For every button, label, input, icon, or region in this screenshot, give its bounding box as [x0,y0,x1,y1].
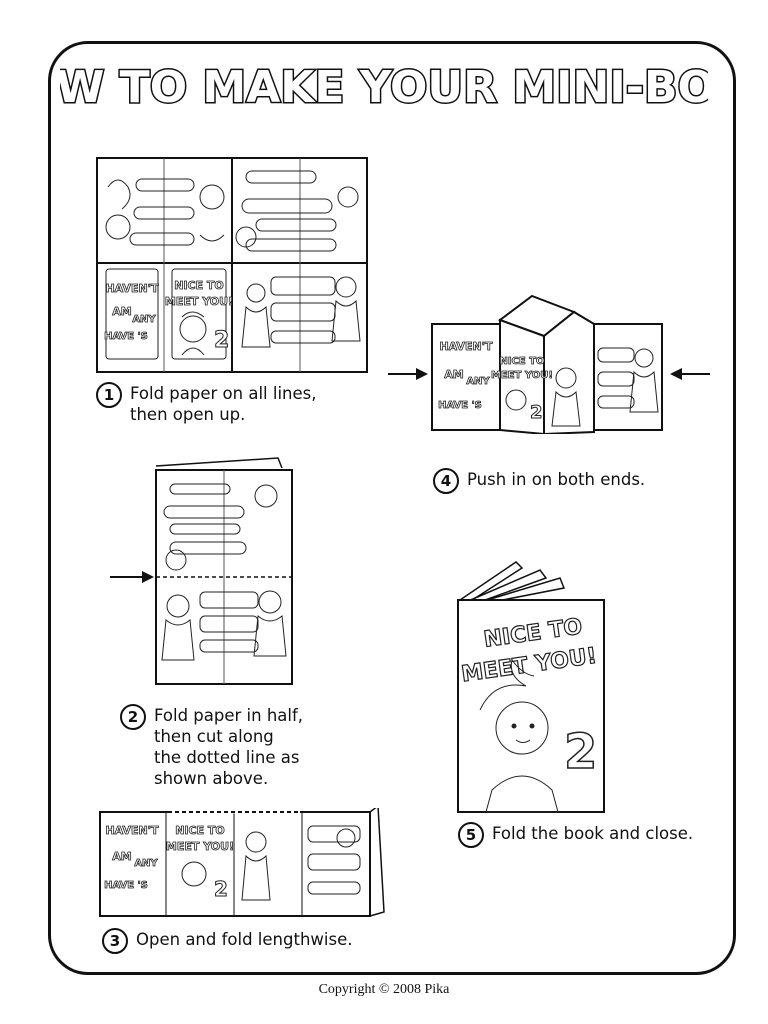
svg-text:2: 2 [214,328,229,353]
arrow-right-icon [416,368,428,380]
step-3: 3 Open and fold lengthwise. [102,928,353,954]
svg-text:2: 2 [564,724,597,780]
step-5: 5 Fold the book and close. [458,822,694,848]
svg-text:ANY: ANY [132,314,156,325]
svg-text:HAVE 'S: HAVE 'S [104,880,148,891]
step-3-number: 3 [102,928,128,954]
svg-text:AM: AM [112,850,131,863]
step-2-number: 2 [120,704,146,730]
svg-text:HAVEN'T: HAVEN'T [439,340,493,353]
svg-text:MEET YOU!: MEET YOU! [165,295,233,308]
step2-illustration [106,456,306,688]
svg-text:HAVEN'T: HAVEN'T [105,282,159,295]
step1-illustration: HAVEN'T AM ANY HAVE 'S NICE TO MEET YOU!… [96,157,368,373]
svg-text:AM: AM [112,305,131,318]
svg-text:NICE TO: NICE TO [174,279,224,292]
svg-text:HAVE 'S: HAVE 'S [104,331,148,342]
step-5-text: Fold the book and close. [492,824,694,843]
step-3-text: Open and fold lengthwise. [136,930,353,949]
step-1-number: 1 [96,382,122,408]
svg-text:2: 2 [214,877,228,901]
step-2: 2 Fold paper in half, then cut along the… [120,704,304,789]
arrow-left-icon [670,368,682,380]
svg-text:ANY: ANY [466,376,490,387]
step5-illustration: NICE TO MEET YOU! 2 [452,560,612,816]
svg-text:ANY: ANY [134,858,158,869]
step3-illustration: HAVEN'T AM ANY HAVE 'S NICE TO MEET YOU!… [96,808,386,920]
page-title-text: HOW TO MAKE YOUR MINI-BOOK [60,62,708,113]
svg-text:NICE TO: NICE TO [175,824,225,837]
svg-text:AM: AM [444,368,463,381]
page-border [48,41,736,975]
svg-text:2: 2 [530,402,543,423]
step-2-text: Fold paper in half, then cut along the d… [154,706,304,788]
svg-text:NICE TO: NICE TO [499,356,544,367]
step-4-text: Push in on both ends. [467,470,646,489]
step4-illustration: HAVEN'T AM ANY HAVE 'S NICE TO MEET YOU!… [384,292,714,434]
svg-text:HAVE 'S: HAVE 'S [438,400,482,411]
step-5-number: 5 [458,822,484,848]
page-title: HOW TO MAKE YOUR MINI-BOOK [60,61,708,115]
step-1-text: Fold paper on all lines, then open up. [130,384,317,424]
svg-text:MEET YOU!: MEET YOU! [491,370,553,381]
step-4: 4 Push in on both ends. [433,468,646,494]
svg-text:MEET YOU!: MEET YOU! [166,840,234,853]
svg-text:HAVEN'T: HAVEN'T [105,824,159,837]
copyright-notice: Copyright © 2008 Pika [318,982,450,997]
step-4-number: 4 [433,468,459,494]
step-1: 1 Fold paper on all lines, then open up. [96,382,317,425]
